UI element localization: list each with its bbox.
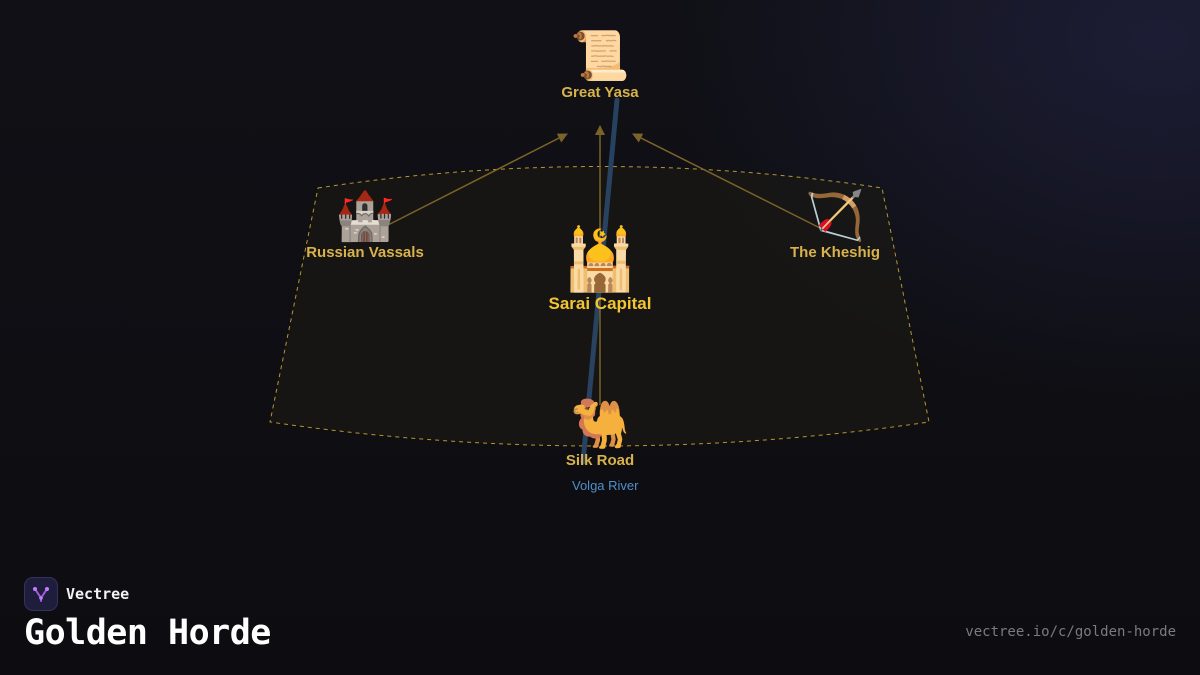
edge-russian-vassals-to-great-yasa (387, 133, 568, 226)
node-russian-vassals[interactable]: 🏰 Russian Vassals (306, 192, 424, 261)
castle-icon: 🏰 (335, 188, 395, 244)
bow-and-arrow-icon: 🏹 (805, 188, 865, 244)
node-great-yasa[interactable]: 📜 Great Yasa (561, 32, 638, 101)
vectree-logo-icon (24, 577, 58, 611)
node-label: Great Yasa (561, 84, 639, 101)
scroll-icon: 📜 (570, 28, 630, 84)
node-the-kheshig[interactable]: 🏹 The Kheshig (790, 192, 880, 261)
edge-the-kheshig-to-great-yasa (632, 133, 821, 229)
node-sarai-capital[interactable]: 🕌 Sarai Capital (549, 230, 652, 314)
camel-icon: 🐫 (570, 396, 630, 452)
brand[interactable]: Vectree (24, 577, 129, 611)
volga-river-label: Volga River (572, 478, 639, 493)
mosque-icon: 🕌 (562, 225, 638, 295)
page-url[interactable]: vectree.io/c/golden-horde (965, 624, 1176, 640)
brand-name: Vectree (66, 585, 130, 603)
node-label: Sarai Capital (548, 294, 652, 313)
page-title: Golden Horde (24, 613, 271, 653)
node-label: The Kheshig (789, 244, 881, 261)
volga-river-path (580, 97, 620, 465)
node-label: Russian Vassals (306, 244, 424, 261)
node-silk-road[interactable]: 🐫 Silk Road (566, 400, 634, 469)
node-label: Silk Road (565, 452, 635, 469)
